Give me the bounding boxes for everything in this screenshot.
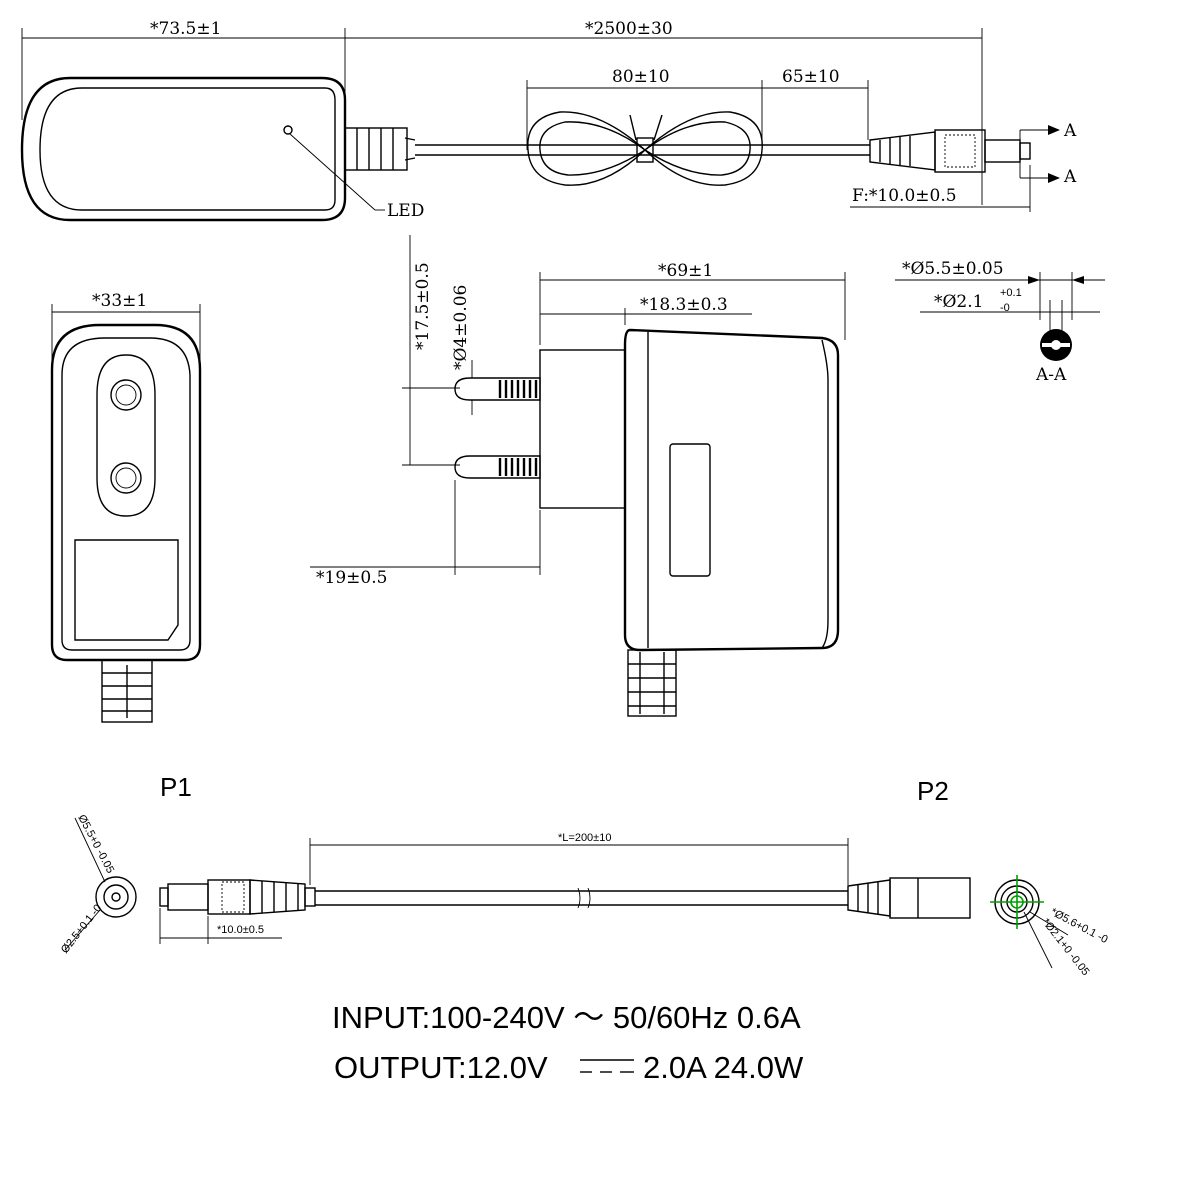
cable-coil [527, 111, 763, 186]
section-inner-tolerance-upper: +0.1 [1000, 287, 1022, 299]
section-a-a: *Ø5.5±0.05 *Ø2.1 +0.1 -0 A-A [895, 259, 1105, 385]
output-spec-suffix: 2.0A 24.0W [643, 1050, 804, 1085]
p1-outer-diameter: Ø5.5+0 -0.05 [75, 813, 116, 876]
p2-label: P2 [917, 776, 949, 806]
label-area-front [74, 539, 179, 641]
led-label: LED [387, 201, 424, 221]
dc-plug-top [869, 129, 1031, 173]
pin-length-dimension: *19±0.5 [316, 568, 387, 588]
top-width-dimension: *73.5±1 [150, 19, 221, 39]
tip-length-label: *10.0±0.5 [217, 924, 264, 936]
cable-length-dimension: *2500±30 [585, 19, 673, 39]
plug-tip-dimension: F:*10.0±0.5 [852, 186, 957, 206]
plug-base [539, 349, 626, 509]
led-indicator [283, 125, 293, 135]
p1-plug [159, 879, 316, 915]
socket-hole-top [110, 379, 142, 411]
dc-symbol-icon [580, 1059, 634, 1073]
front-width-dimension: *33±1 [92, 291, 147, 311]
adapter-body-front [50, 323, 202, 662]
section-marker-a-top: A [1063, 121, 1077, 141]
top-view: *73.5±1 *2500±30 80±10 65±10 LED [20, 19, 1077, 222]
pin-spacing-dimension: *17.5±0.5 [413, 262, 433, 350]
coil-to-plug-dimension: 65±10 [782, 67, 840, 87]
socket-outline [96, 354, 156, 517]
label-area-side [669, 443, 711, 577]
adapter-body-top [20, 76, 347, 222]
socket-hole-bottom [110, 462, 142, 494]
section-inner-tolerance-lower: -0 [1000, 302, 1010, 314]
p1-end-view: Ø5.5+0 -0.05 Ø2.5+0.1 -0 [59, 813, 137, 956]
p2-end-view: *Ø5.6+0.1 -0 *Ø2.1+0 -0.05 [990, 875, 1110, 978]
side-view: *69±1 *18.3±0.3 *17.5±0.5 *Ø4±0.06 [310, 235, 846, 717]
output-spec-prefix: OUTPUT:12.0V [334, 1050, 548, 1085]
pin-diameter-dimension: *Ø4±0.06 [451, 285, 471, 370]
coil-length-dimension: 80±10 [612, 67, 670, 87]
adapter-body-side [623, 328, 840, 652]
front-view: *33±1 [50, 291, 202, 723]
section-outer-diameter: *Ø5.5±0.05 [902, 259, 1004, 279]
input-spec: INPUT:100-240V ～ 50/60Hz 0.6A [332, 1000, 801, 1035]
cable-length-label: *L=200±10 [558, 832, 611, 844]
section-marker-a-bottom: A [1063, 167, 1077, 187]
pin-top [454, 377, 541, 401]
p2-socket [847, 877, 971, 919]
p1-label: P1 [160, 772, 192, 802]
pin-bottom [454, 455, 541, 479]
electrical-specs: INPUT:100-240V ～ 50/60Hz 0.6A OUTPUT:12.… [332, 1000, 804, 1085]
plug-base-dimension: *18.3±0.3 [640, 295, 728, 315]
adapter-cable-view: P1 P2 Ø5.5+0 -0.05 Ø2.5+0.1 -0 [59, 772, 1110, 978]
section-inner-diameter: *Ø2.1 [934, 292, 983, 312]
section-title: A-A [1035, 365, 1067, 385]
p1-inner-diameter: Ø2.5+0.1 -0 [59, 902, 104, 955]
side-depth-dimension: *69±1 [658, 261, 713, 281]
